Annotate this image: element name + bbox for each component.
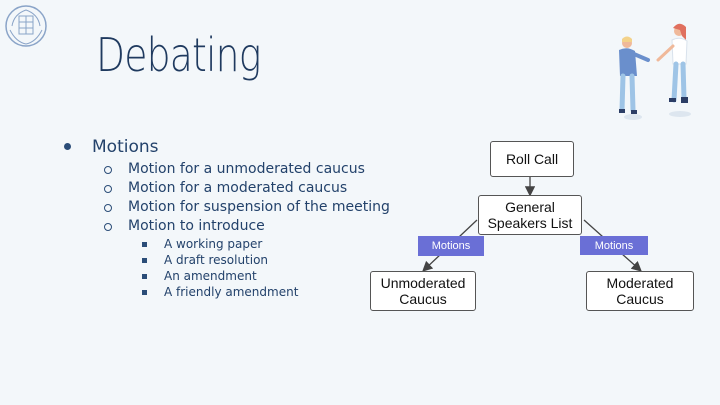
unmoderated-box: Unmoderated Caucus <box>370 271 476 311</box>
moderated-label: Moderated Caucus <box>587 275 693 307</box>
roll-call-box: Roll Call <box>490 141 574 177</box>
motions-tag-right: Motions <box>580 236 648 255</box>
general-speakers-label: General Speakers List <box>481 199 579 231</box>
motions-tag-label: Motions <box>432 240 471 252</box>
motions-tag-label: Motions <box>595 240 634 252</box>
moderated-box: Moderated Caucus <box>586 271 694 311</box>
general-speakers-box: General Speakers List <box>478 195 582 235</box>
unmoderated-label: Unmoderated Caucus <box>371 275 475 307</box>
motions-tag-left: Motions <box>418 236 484 256</box>
roll-call-label: Roll Call <box>506 151 558 167</box>
